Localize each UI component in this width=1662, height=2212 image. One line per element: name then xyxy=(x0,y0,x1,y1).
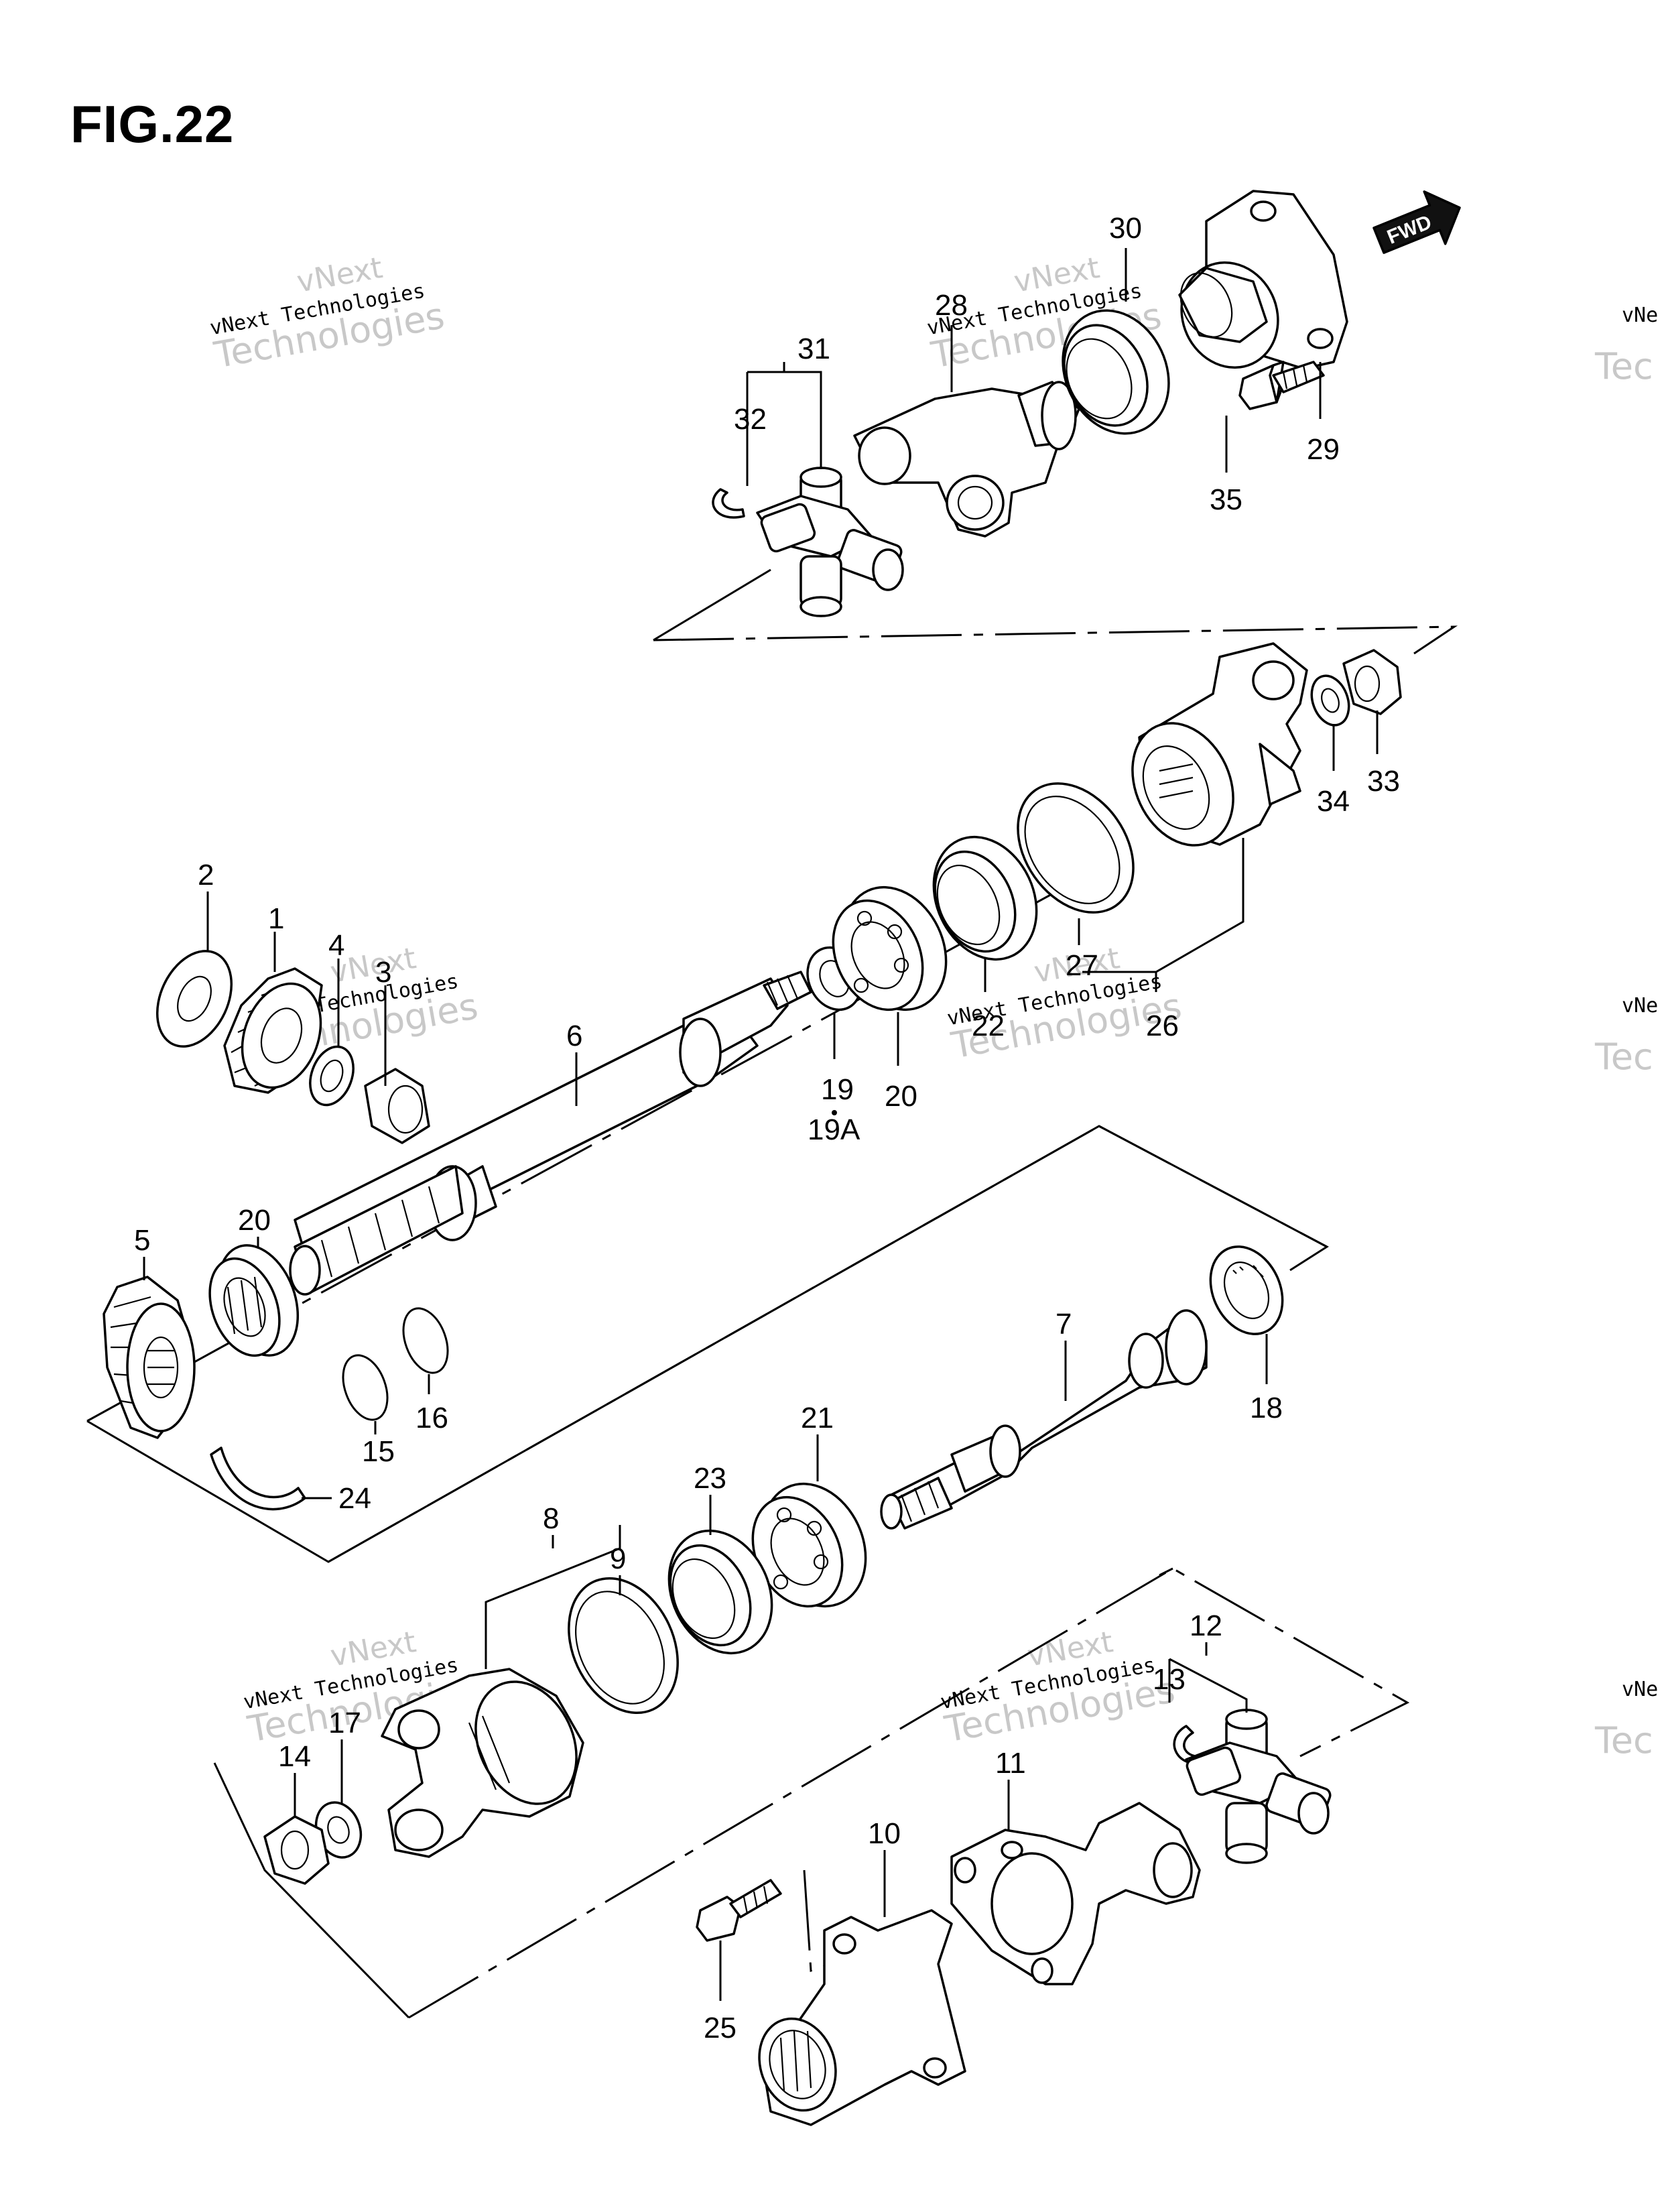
callout-6: 6 xyxy=(566,1020,582,1052)
part-21-bearing xyxy=(832,885,948,1011)
callout-12: 12 xyxy=(1190,1609,1222,1642)
part-34-nut xyxy=(1342,649,1402,715)
leader-lines xyxy=(143,248,1379,2001)
callout-9: 9 xyxy=(610,1542,626,1575)
part-28-ring xyxy=(1017,782,1135,914)
part-11-yoke-flange xyxy=(950,1802,1201,1985)
part-27-yoke xyxy=(1131,642,1308,847)
part-26-bolt xyxy=(696,1879,782,1942)
leader-dot xyxy=(832,1110,837,1115)
part-32-universal-joint xyxy=(756,467,904,617)
watermark-right-edge: vNe Tec vNe Tec vNe Tec xyxy=(1594,304,1658,1762)
watermark-text: Tec xyxy=(1594,1719,1653,1762)
part-24-seal xyxy=(667,1529,773,1655)
callout-16: 16 xyxy=(416,1402,448,1434)
part-35-washer xyxy=(1310,674,1350,727)
part-22-bearing xyxy=(751,1482,867,1608)
watermark-bottom-center: vNext vNext Technologies Technologies xyxy=(939,1625,1178,1751)
callout-22: 21 xyxy=(801,1402,834,1434)
part-25-clip xyxy=(210,1447,306,1511)
part-16-snap-ring xyxy=(402,1307,449,1374)
callout-30: 29 xyxy=(1307,433,1340,466)
part-14-nut xyxy=(263,1815,330,1885)
callout-1: 1 xyxy=(268,902,284,935)
callout-31: 30 xyxy=(1109,212,1142,245)
callout-8: 8 xyxy=(543,1502,559,1535)
callout-29: 28 xyxy=(935,289,968,322)
callout-24: 23 xyxy=(694,1462,726,1495)
callout-11: 11 xyxy=(995,1747,1026,1780)
part-20-needle-bearing xyxy=(208,1244,300,1357)
callout-27: 26 xyxy=(1146,1009,1179,1042)
watermark-text: Tec xyxy=(1594,1036,1653,1078)
callout-2: 2 xyxy=(198,859,214,892)
callout-19a: 19A xyxy=(808,1113,860,1146)
part-31-seal xyxy=(1062,309,1170,435)
callout-18: 18 xyxy=(1250,1392,1283,1424)
watermark-text: vNe xyxy=(1622,994,1658,1018)
callout-5: 5 xyxy=(134,1224,150,1257)
callout-21: 20 xyxy=(885,1080,917,1113)
part-30-flange xyxy=(1178,190,1348,370)
callout-28: 27 xyxy=(1066,949,1098,982)
callout-4: 4 xyxy=(328,929,344,962)
part-15-snap-ring xyxy=(342,1354,389,1421)
part-8-yoke xyxy=(381,1668,584,1858)
figure-title: FIG.22 xyxy=(70,95,235,153)
callout-labels: 31 32 28 30 29 35 34 33 27 26 22 20 19 1… xyxy=(134,212,1400,2044)
part-3-bearing xyxy=(364,1068,430,1144)
part-29-yoke xyxy=(853,381,1080,538)
callout-32: 31 xyxy=(797,332,830,365)
callout-33: 32 xyxy=(734,403,767,436)
callout-23: 22 xyxy=(972,1009,1005,1042)
watermark-text: vNe xyxy=(1622,304,1658,327)
part-23-seal xyxy=(932,835,1038,961)
callout-14: 14 xyxy=(278,1740,311,1773)
part-10-flange xyxy=(758,1909,966,2126)
callout-35: 34 xyxy=(1317,785,1350,818)
part-4-washer xyxy=(309,1045,355,1107)
fwd-arrow-icon: FWD xyxy=(1372,190,1461,254)
part-7-shaft xyxy=(880,1309,1208,1530)
part-2-washer xyxy=(155,950,233,1048)
callout-7: 7 xyxy=(1056,1308,1072,1341)
callout-13: 13 xyxy=(1153,1663,1186,1696)
watermark-top-left: vNext vNext Technologies Technologies xyxy=(208,251,448,377)
part-36-bolt xyxy=(1238,361,1325,410)
part-12-universal-joint xyxy=(1185,1709,1332,1864)
callout-36: 35 xyxy=(1210,483,1242,516)
part-33-clip xyxy=(712,488,745,519)
callout-17: 17 xyxy=(328,1707,361,1739)
part-18-washer xyxy=(1209,1245,1284,1335)
part-1-bevel-gear xyxy=(223,967,323,1094)
callout-26: 25 xyxy=(704,2012,737,2044)
callout-34: 33 xyxy=(1367,765,1400,798)
callout-10: 10 xyxy=(868,1817,901,1850)
part-5-bevel-gear xyxy=(103,1276,196,1439)
watermark-text: vNe xyxy=(1622,1678,1658,1701)
callout-15: 15 xyxy=(362,1435,395,1468)
callout-25: 24 xyxy=(338,1482,371,1515)
part-9-ring xyxy=(568,1577,679,1715)
callout-3: 3 xyxy=(375,956,391,989)
watermark-text: Tec xyxy=(1594,345,1653,387)
part-6-propeller-shaft xyxy=(289,971,812,1296)
callout-19: 19 xyxy=(821,1073,854,1106)
